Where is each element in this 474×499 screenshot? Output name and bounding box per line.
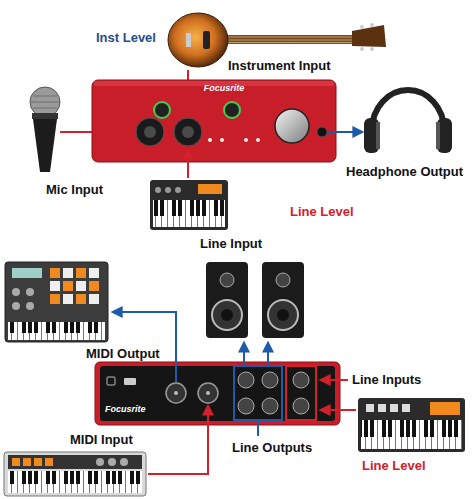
signal-arrow — [267, 343, 269, 366]
headphones-illustration — [364, 90, 452, 153]
label-holder: Headphone Output — [346, 164, 463, 179]
microphone-illustration — [30, 87, 60, 172]
label-holder: MIDI Input — [70, 432, 133, 447]
port-label: MIDI Input — [70, 432, 133, 447]
port-label: Inst Level — [96, 30, 156, 45]
keyboard-illustration — [358, 398, 465, 452]
brand-name: Focusrite — [112, 83, 336, 94]
leader-line — [257, 421, 259, 436]
signal-arrow — [321, 379, 348, 381]
port-label: Line Input — [200, 236, 262, 251]
synth-illustration — [5, 262, 108, 342]
port-label: Line Outputs — [232, 440, 312, 455]
audio-interface: Focusrite — [95, 362, 340, 425]
signal-arrow — [321, 409, 356, 411]
signal-arrow — [187, 150, 189, 178]
label-holder: Line Level — [362, 458, 426, 473]
midi-keyboard-illustration — [4, 452, 146, 496]
speaker-illustration — [206, 262, 304, 338]
label-holder: Line Level — [290, 204, 354, 219]
label-holder: Mic Input — [46, 182, 103, 197]
label-holder: Line Outputs — [232, 440, 312, 455]
port-label: Line Level — [290, 204, 354, 219]
port-label: Mic Input — [46, 182, 103, 197]
brand-name: Focusrite — [105, 404, 340, 415]
port-label: Instrument Input — [228, 58, 331, 73]
label-holder: MIDI Output — [86, 346, 160, 361]
interface-rear-illustration — [95, 362, 340, 425]
port-label: MIDI Output — [86, 346, 160, 361]
audio-interface: Focusrite — [92, 80, 336, 162]
label-holder: Instrument Input — [228, 58, 331, 73]
label-holder: Line Input — [200, 236, 262, 251]
signal-arrow — [328, 131, 362, 133]
port-label: Headphone Output — [346, 164, 463, 179]
signal-arrow — [243, 343, 245, 366]
port-label: Line Level — [362, 458, 426, 473]
signal-arrow — [148, 406, 208, 474]
keyboard-illustration — [150, 180, 228, 230]
label-holder: Line Inputs — [352, 372, 421, 387]
label-holder: Inst Level — [96, 30, 156, 45]
interface-front-illustration — [92, 80, 336, 162]
port-label: Line Inputs — [352, 372, 421, 387]
